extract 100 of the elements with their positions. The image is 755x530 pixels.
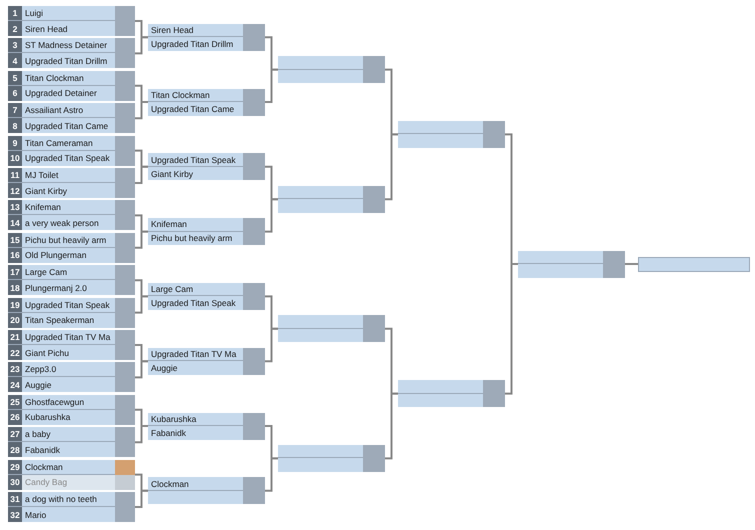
match-box xyxy=(8,38,135,68)
player-name: Zepp3.0 xyxy=(24,363,56,376)
bracket-line xyxy=(135,425,148,444)
seed-number: 25 xyxy=(8,394,22,409)
match-box xyxy=(148,24,265,51)
winner-box xyxy=(638,256,750,272)
player-name: Upgraded Titan TV Ma xyxy=(150,348,236,360)
player-name: Kubarushka xyxy=(24,411,70,424)
seed-number: 3 xyxy=(8,38,22,52)
match-box xyxy=(8,298,135,328)
player-name: Kubarushka xyxy=(150,412,196,425)
match-box xyxy=(8,492,135,522)
seed-number: 20 xyxy=(8,312,22,328)
match-box xyxy=(8,168,135,198)
match-box xyxy=(8,460,135,490)
seed-number: 6 xyxy=(8,86,22,101)
player-name: Siren Head xyxy=(24,22,68,36)
player-name: Siren Head xyxy=(150,24,194,36)
match-box xyxy=(148,88,265,116)
player-name: Upgraded Titan Speak xyxy=(24,298,110,312)
seed-number: 28 xyxy=(8,442,22,458)
bracket-line xyxy=(265,68,278,103)
player-name: Auggie xyxy=(24,378,52,392)
player-name: Fabanidk xyxy=(150,426,186,440)
seed-number: 31 xyxy=(8,492,22,506)
match-box xyxy=(8,362,135,392)
player-name: Fabanidk xyxy=(24,444,60,457)
match-box xyxy=(398,120,505,148)
player-name: Titan Cameraman xyxy=(24,136,93,150)
seed-number: 10 xyxy=(8,150,22,166)
player-name: Titan Speakerman xyxy=(24,314,94,328)
match-box xyxy=(278,186,385,213)
match-box xyxy=(148,348,265,375)
seed-number: 7 xyxy=(8,103,22,118)
seed-number: 11 xyxy=(8,168,22,182)
seed-number: 29 xyxy=(8,460,22,474)
player-name: Old Plungerman xyxy=(24,249,86,262)
seed-number: 24 xyxy=(8,377,22,392)
seed-number: 19 xyxy=(8,298,22,312)
player-name: Ghostfacewgun xyxy=(24,396,84,409)
seed-number: 21 xyxy=(8,330,22,344)
seed-number: 23 xyxy=(8,362,22,376)
player-name: Large Cam xyxy=(150,283,194,296)
player-name: Plungermanj 2.0 xyxy=(24,282,87,295)
player-name: Mario xyxy=(24,508,46,522)
match-box xyxy=(8,330,135,360)
match-box xyxy=(8,6,135,36)
match-box xyxy=(8,70,135,101)
player-name: Large Cam xyxy=(24,266,68,280)
match-box xyxy=(8,394,135,425)
player-name: a baby xyxy=(24,428,51,442)
bracket-line xyxy=(135,360,148,378)
seed-number: 30 xyxy=(8,474,22,490)
player-name: Knifeman xyxy=(150,218,187,231)
player-name: Giant Kirby xyxy=(24,184,68,198)
match-box xyxy=(278,444,385,472)
player-name: MJ Toilet xyxy=(24,169,58,182)
match-box xyxy=(148,282,265,310)
match-box xyxy=(8,200,135,230)
player-name: Upgraded Titan Drillm xyxy=(24,54,108,68)
match-box xyxy=(518,250,625,278)
bracket-line xyxy=(265,198,278,233)
seed-number: 9 xyxy=(8,136,22,150)
seed-number: 26 xyxy=(8,410,22,425)
player-name: Pichu but heavily arm xyxy=(24,234,106,247)
bracket-line xyxy=(505,263,518,395)
seed-number: 5 xyxy=(8,70,22,85)
match-box xyxy=(8,232,135,263)
bracket-line xyxy=(135,490,148,508)
player-name: Upgraded Titan Came xyxy=(150,102,234,116)
bracket-line xyxy=(135,230,148,249)
seed-number: 16 xyxy=(8,248,22,263)
bracket-line xyxy=(135,36,148,54)
seed-number: 17 xyxy=(8,265,22,280)
bracket-line xyxy=(265,457,278,492)
seed-number: 12 xyxy=(8,183,22,198)
seed-number: 4 xyxy=(8,53,22,68)
bracket-line xyxy=(135,295,148,314)
seed-number: 13 xyxy=(8,200,22,214)
match-box xyxy=(8,136,135,166)
match-box xyxy=(278,56,385,84)
seed-number: 14 xyxy=(8,215,22,230)
match-box xyxy=(148,218,265,246)
player-name: Upgraded Titan Speak xyxy=(150,154,236,166)
player-name: Giant Pichu xyxy=(24,346,69,360)
match-box xyxy=(8,427,135,458)
player-name: Auggie xyxy=(150,362,178,375)
seed-number: 2 xyxy=(8,21,22,36)
seed-number: 22 xyxy=(8,345,22,360)
player-name: Titan Clockman xyxy=(150,88,210,101)
match-box xyxy=(148,477,265,504)
seed-number: 15 xyxy=(8,232,22,247)
match-box xyxy=(8,265,135,296)
bracket-line xyxy=(135,101,148,120)
seed-number: 27 xyxy=(8,427,22,442)
bracket-line xyxy=(625,263,638,265)
player-name: a dog with no teeth xyxy=(24,493,97,506)
player-name: Upgraded Titan TV Ma xyxy=(24,331,110,344)
player-name: Clockman xyxy=(24,460,63,474)
seed-number: 8 xyxy=(8,118,22,134)
